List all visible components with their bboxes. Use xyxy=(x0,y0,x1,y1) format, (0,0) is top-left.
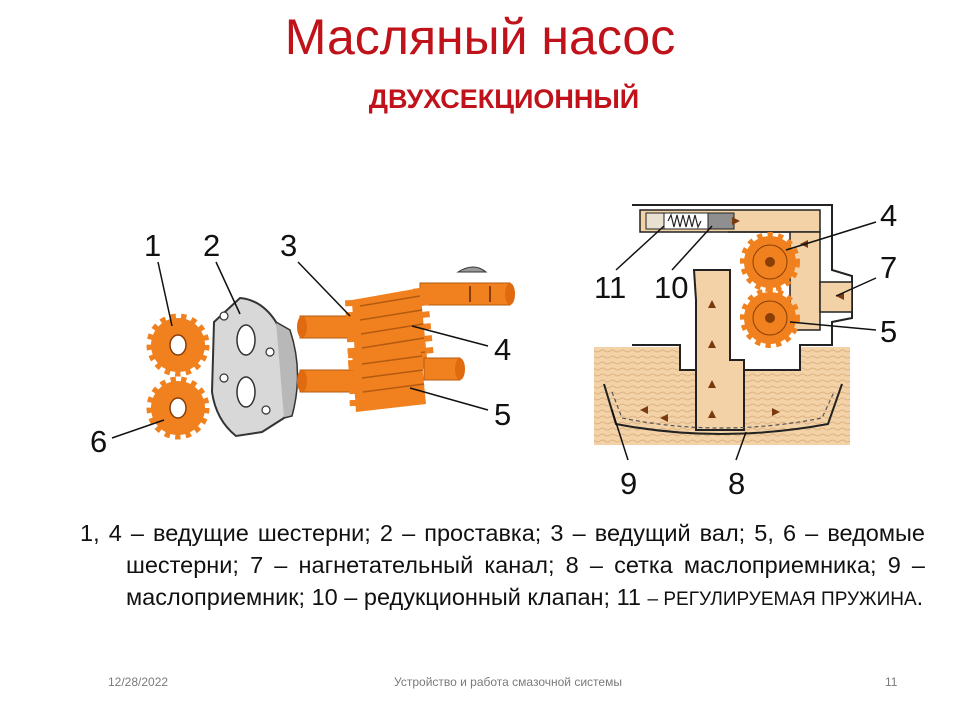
callout-6: 6 xyxy=(90,424,107,459)
section-callout-10: 10 xyxy=(654,270,688,305)
callout-3: 3 xyxy=(280,228,297,263)
section-callout-4: 4 xyxy=(880,198,897,233)
section-callout-5: 5 xyxy=(880,314,897,349)
slide-title: Масляный насос xyxy=(284,9,676,65)
callout-5: 5 xyxy=(494,397,511,432)
parts-legend: 1, 4 – ведущие шестерни; 2 – проставка; … xyxy=(80,517,925,616)
section-callout-7: 7 xyxy=(880,250,897,285)
spacer-plate-2 xyxy=(210,296,299,438)
gear-5 xyxy=(297,344,465,413)
legend-main: 1, 4 – ведущие шестерни; 2 – проставка; … xyxy=(80,520,925,610)
section-gear-4 xyxy=(740,232,800,292)
footer-date: 12/28/2022 xyxy=(108,675,169,689)
footer-title: Устройство и работа смазочной системы xyxy=(394,675,622,689)
section-callout-11: 11 xyxy=(594,270,626,305)
drive-shaft-3 xyxy=(297,266,515,339)
legend-end: . xyxy=(916,584,924,610)
callout-1: 1 xyxy=(144,228,161,263)
callout-2: 2 xyxy=(203,228,220,263)
callout-4: 4 xyxy=(494,332,511,367)
slide-subtitle: ДВУХСЕКЦИОННЫЙ xyxy=(368,84,640,114)
section-callout-9: 9 xyxy=(620,466,637,501)
gear-6 xyxy=(146,376,210,440)
section-callout-8: 8 xyxy=(728,466,745,501)
footer-page-number: 11 xyxy=(885,675,898,689)
legend-tail: – РЕГУЛИРУЕМАЯ ПРУЖИНА xyxy=(647,589,917,610)
gear-1 xyxy=(146,313,210,377)
section-gear-5 xyxy=(740,288,800,348)
exploded-view: 1 2 3 4 5 6 xyxy=(90,228,515,459)
legend-paragraph: 1, 4 – ведущие шестерни; 2 – проставка; … xyxy=(80,517,925,616)
sectional-view: 4 7 5 11 10 9 8 xyxy=(594,198,897,501)
